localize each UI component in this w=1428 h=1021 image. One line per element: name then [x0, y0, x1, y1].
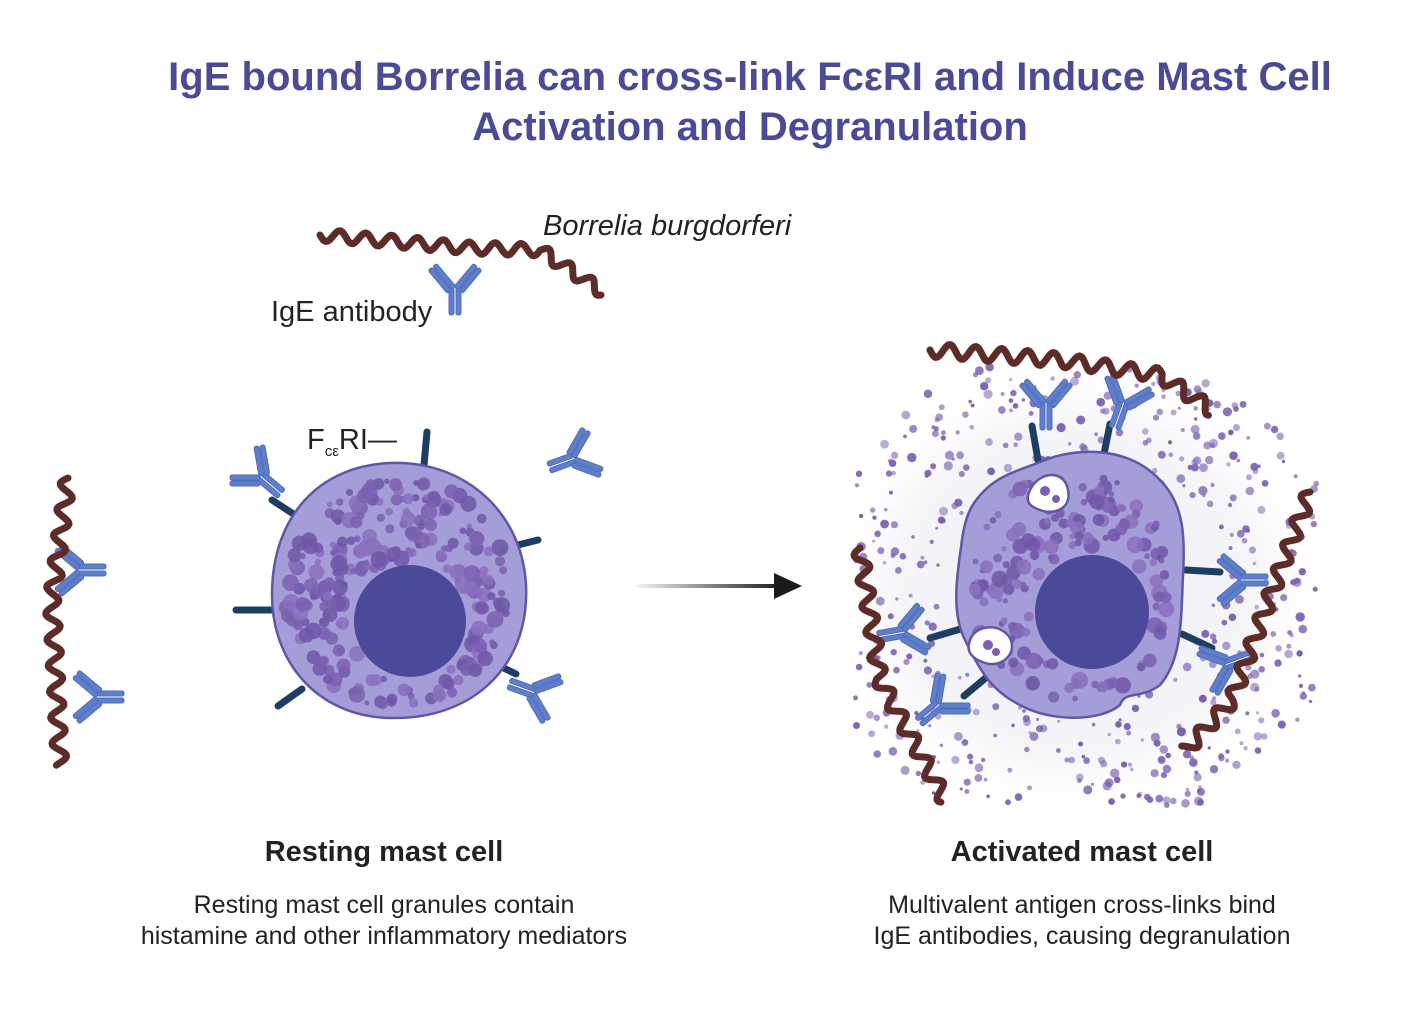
pore-granules [983, 486, 1060, 656]
activated-mast-cell [926, 420, 1224, 719]
borrelia-top [316, 227, 605, 299]
borrelia-spirochetes [42, 227, 1314, 806]
activated-desc-line-2: IgE antibodies, causing degranulation [873, 922, 1291, 950]
activated-description: Multivalent antigen cross-links bind IgE… [782, 890, 1382, 952]
antibody-resting-lower-right [506, 673, 564, 724]
fcer-receptor-label: FcεRI— [307, 424, 397, 460]
activated-heading: Activated mast cell [950, 836, 1214, 868]
title-line-1: IgE bound Borrelia can cross-link FcεRI … [168, 55, 1332, 99]
antibody-activated-6 [915, 672, 971, 727]
activated-receptors [926, 420, 1224, 700]
borrelia-activated-left [850, 544, 947, 806]
activated-nucleus [1035, 555, 1149, 669]
borrelia-label: Borrelia burgdorferi [543, 210, 792, 242]
antibody-activated-5 [876, 602, 932, 656]
fcer-tail: RI— [338, 424, 397, 456]
antibody-left-2 [72, 670, 125, 724]
resting-granules [278, 477, 511, 710]
resting-desc-line-2: histamine and other inflammatory mediato… [140, 922, 628, 950]
resting-nucleus [354, 565, 466, 677]
antibody-resting-upper-left [229, 444, 285, 499]
antibody-activated-4 [1196, 645, 1254, 696]
activated-granules [968, 474, 1175, 703]
antibody-activated-3 [1216, 553, 1269, 607]
antibody-top [428, 263, 482, 316]
transition-arrow [636, 573, 802, 599]
borrelia-activated-right [1178, 488, 1314, 752]
title-line-2: Activation and Degranulation [472, 105, 1028, 149]
antibody-activated-1 [1019, 378, 1073, 431]
resting-heading: Resting mast cell [264, 836, 504, 868]
activated-desc-line-1: Multivalent antigen cross-links bind [888, 891, 1276, 919]
fcer-main: F [307, 424, 325, 456]
borrelia-activated-top [926, 341, 1212, 419]
antibody-resting-upper-right [546, 427, 604, 478]
resting-mast-cell [232, 428, 542, 720]
fcer-subscript: cε [324, 442, 339, 460]
resting-description: Resting mast cell granules contain hista… [84, 890, 684, 952]
ige-antibody-label: IgE antibody [271, 296, 433, 328]
borrelia-left [42, 474, 76, 769]
diagram-title: IgE bound Borrelia can cross-link FcεRI … [100, 52, 1400, 152]
resting-desc-line-1: Resting mast cell granules contain [193, 891, 575, 919]
